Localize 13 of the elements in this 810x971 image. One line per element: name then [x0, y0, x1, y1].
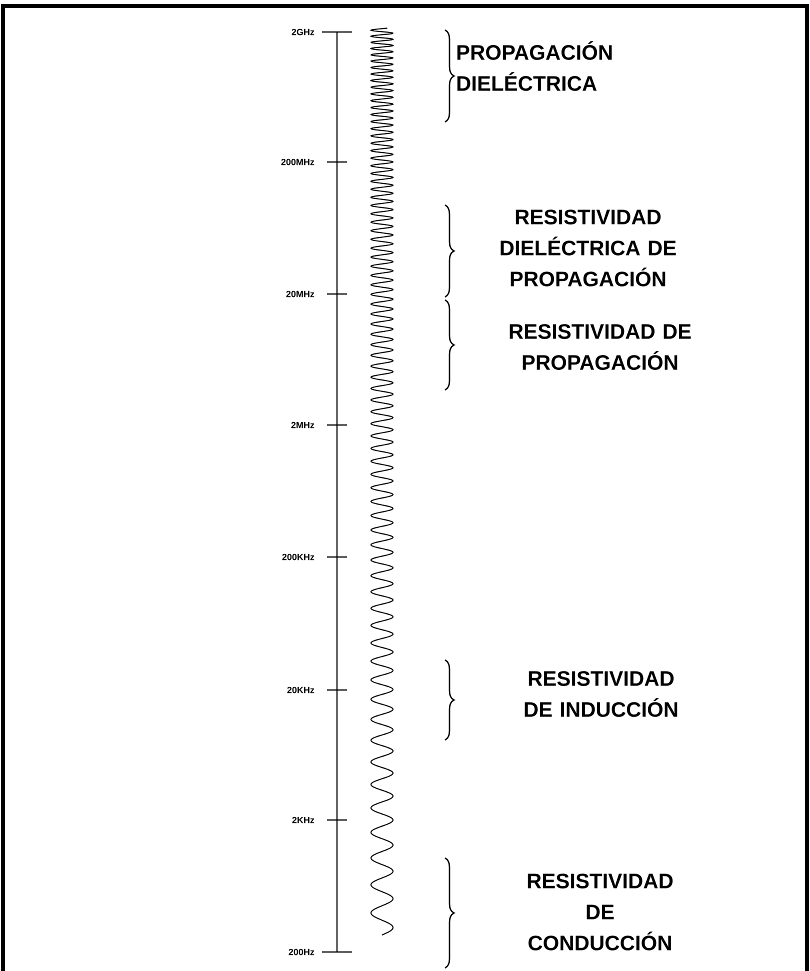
- tick-label: 200MHz: [281, 158, 314, 166]
- range-label: RESISTIVIDAD DE PROPAGACIÓN: [510, 324, 691, 370]
- range-label: RESISTIVIDAD DE CONDUCCIÓN: [528, 874, 673, 950]
- range-label: PROPAGACIÓN DIELÉCTRICA: [457, 41, 612, 91]
- tick-label: 200KHz: [282, 554, 314, 560]
- tick-label: 2MHz: [291, 422, 314, 428]
- tick-label: 2KHz: [292, 816, 314, 824]
- tick-label: 200Hz: [288, 948, 314, 956]
- tick-label: 20MHz: [286, 290, 314, 298]
- tick-label: 20KHz: [287, 686, 314, 694]
- range-label: RESISTIVIDAD DE INDUCCIÓN: [524, 671, 678, 717]
- tick-label: 2GHz: [292, 28, 314, 36]
- range-label: RESISTIVIDAD DIELÉCTRICA DE PROPAGACIÓN: [500, 210, 676, 286]
